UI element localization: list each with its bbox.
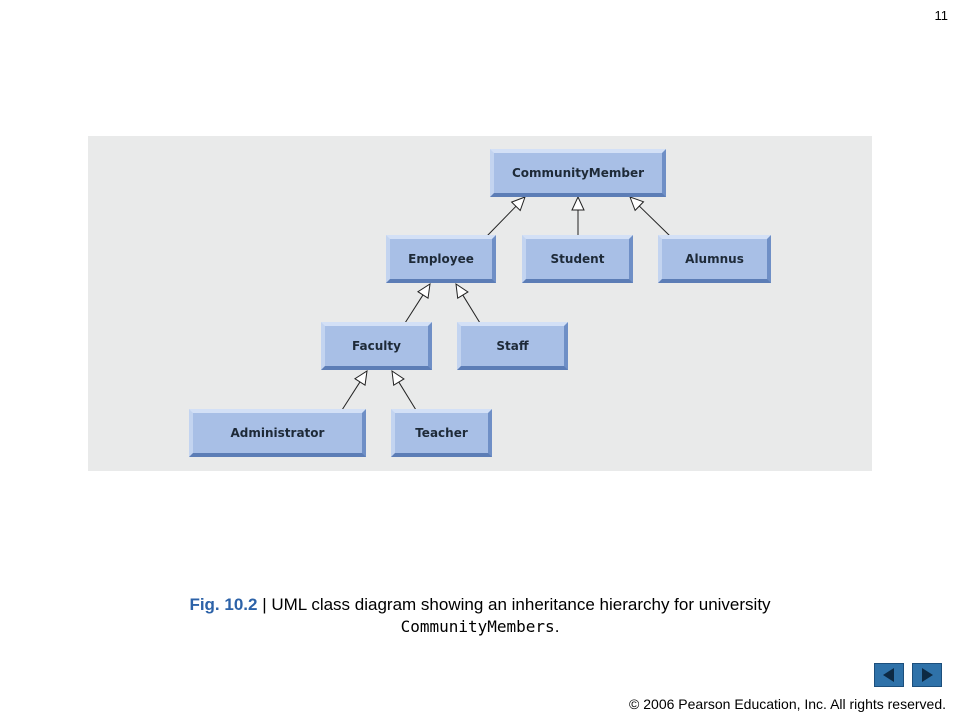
caption-text: UML class diagram showing an inheritance…: [271, 595, 771, 614]
class-teacher: Teacher: [391, 409, 492, 457]
class-employee: Employee: [386, 235, 496, 283]
generalization-arrowhead-icon: [417, 282, 431, 300]
generalization-arrowhead-icon: [629, 196, 645, 212]
inheritance-line-alumnus-to-communitymember: [638, 205, 671, 237]
figure-label: Fig. 10.2: [189, 595, 258, 614]
figure-caption: Fig. 10.2 | UML class diagram showing an…: [0, 594, 960, 638]
caption-separator: |: [257, 595, 272, 614]
generalization-arrowhead-icon: [510, 196, 526, 212]
copyright-icon: ©: [629, 696, 640, 712]
slide-number: 11: [934, 8, 949, 23]
class-administrator: Administrator: [189, 409, 366, 457]
generalization-arrowhead-icon: [354, 369, 368, 387]
triangle-left-icon: [883, 668, 894, 682]
generalization-arrowhead-icon: [571, 195, 585, 211]
copyright-notice: © 2006 Pearson Education, Inc. All right…: [629, 696, 946, 712]
class-faculty: Faculty: [321, 322, 432, 370]
copyright-text: 2006 Pearson Education, Inc. All rights …: [639, 696, 946, 712]
triangle-right-icon: [922, 668, 933, 682]
inheritance-line-administrator-to-faculty: [341, 381, 361, 411]
class-alumnus: Alumnus: [658, 235, 771, 283]
caption-end: .: [554, 617, 560, 636]
inheritance-line-teacher-to-faculty: [398, 381, 417, 411]
caption-code: CommunityMembers: [400, 617, 555, 636]
class-staff: Staff: [457, 322, 568, 370]
inheritance-line-employee-to-communitymember: [486, 205, 517, 237]
inheritance-line-faculty-to-employee: [404, 294, 424, 324]
inheritance-line-staff-to-employee: [462, 294, 481, 324]
previous-slide-button[interactable]: [874, 663, 904, 687]
generalization-arrowhead-icon: [391, 369, 405, 387]
next-slide-button[interactable]: [912, 663, 942, 687]
class-communitymember: CommunityMember: [490, 149, 666, 197]
class-student: Student: [522, 235, 633, 283]
generalization-arrowhead-icon: [455, 282, 469, 300]
